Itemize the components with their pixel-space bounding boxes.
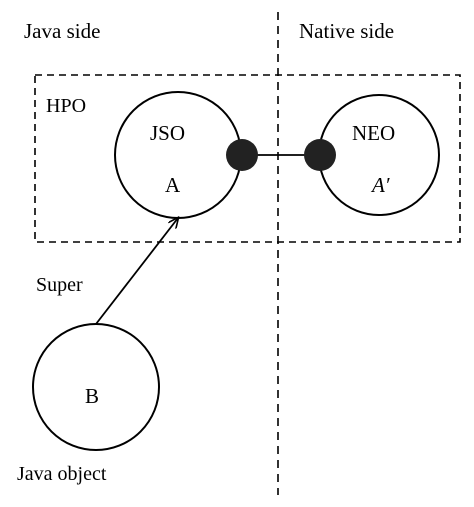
native-side-label: Native side xyxy=(299,19,394,43)
jso-circle xyxy=(114,91,242,219)
neo-port-dot xyxy=(304,139,336,171)
super-arrow xyxy=(95,218,178,325)
neo-circle xyxy=(318,94,440,216)
neo-name: NEO xyxy=(352,121,395,145)
java-object-class-label: B xyxy=(85,384,99,408)
hpo-label: HPO xyxy=(46,95,86,117)
neo-class-label: A′ xyxy=(370,173,390,197)
java-side-label: Java side xyxy=(24,19,100,43)
jso-class-label: A xyxy=(165,173,181,197)
super-label: Super xyxy=(36,274,83,296)
java-object-caption: Java object xyxy=(17,463,107,485)
hpo-box xyxy=(34,74,461,243)
java-object-circle xyxy=(32,323,160,451)
jso-name: JSO xyxy=(150,121,185,145)
jso-port-dot xyxy=(226,139,258,171)
